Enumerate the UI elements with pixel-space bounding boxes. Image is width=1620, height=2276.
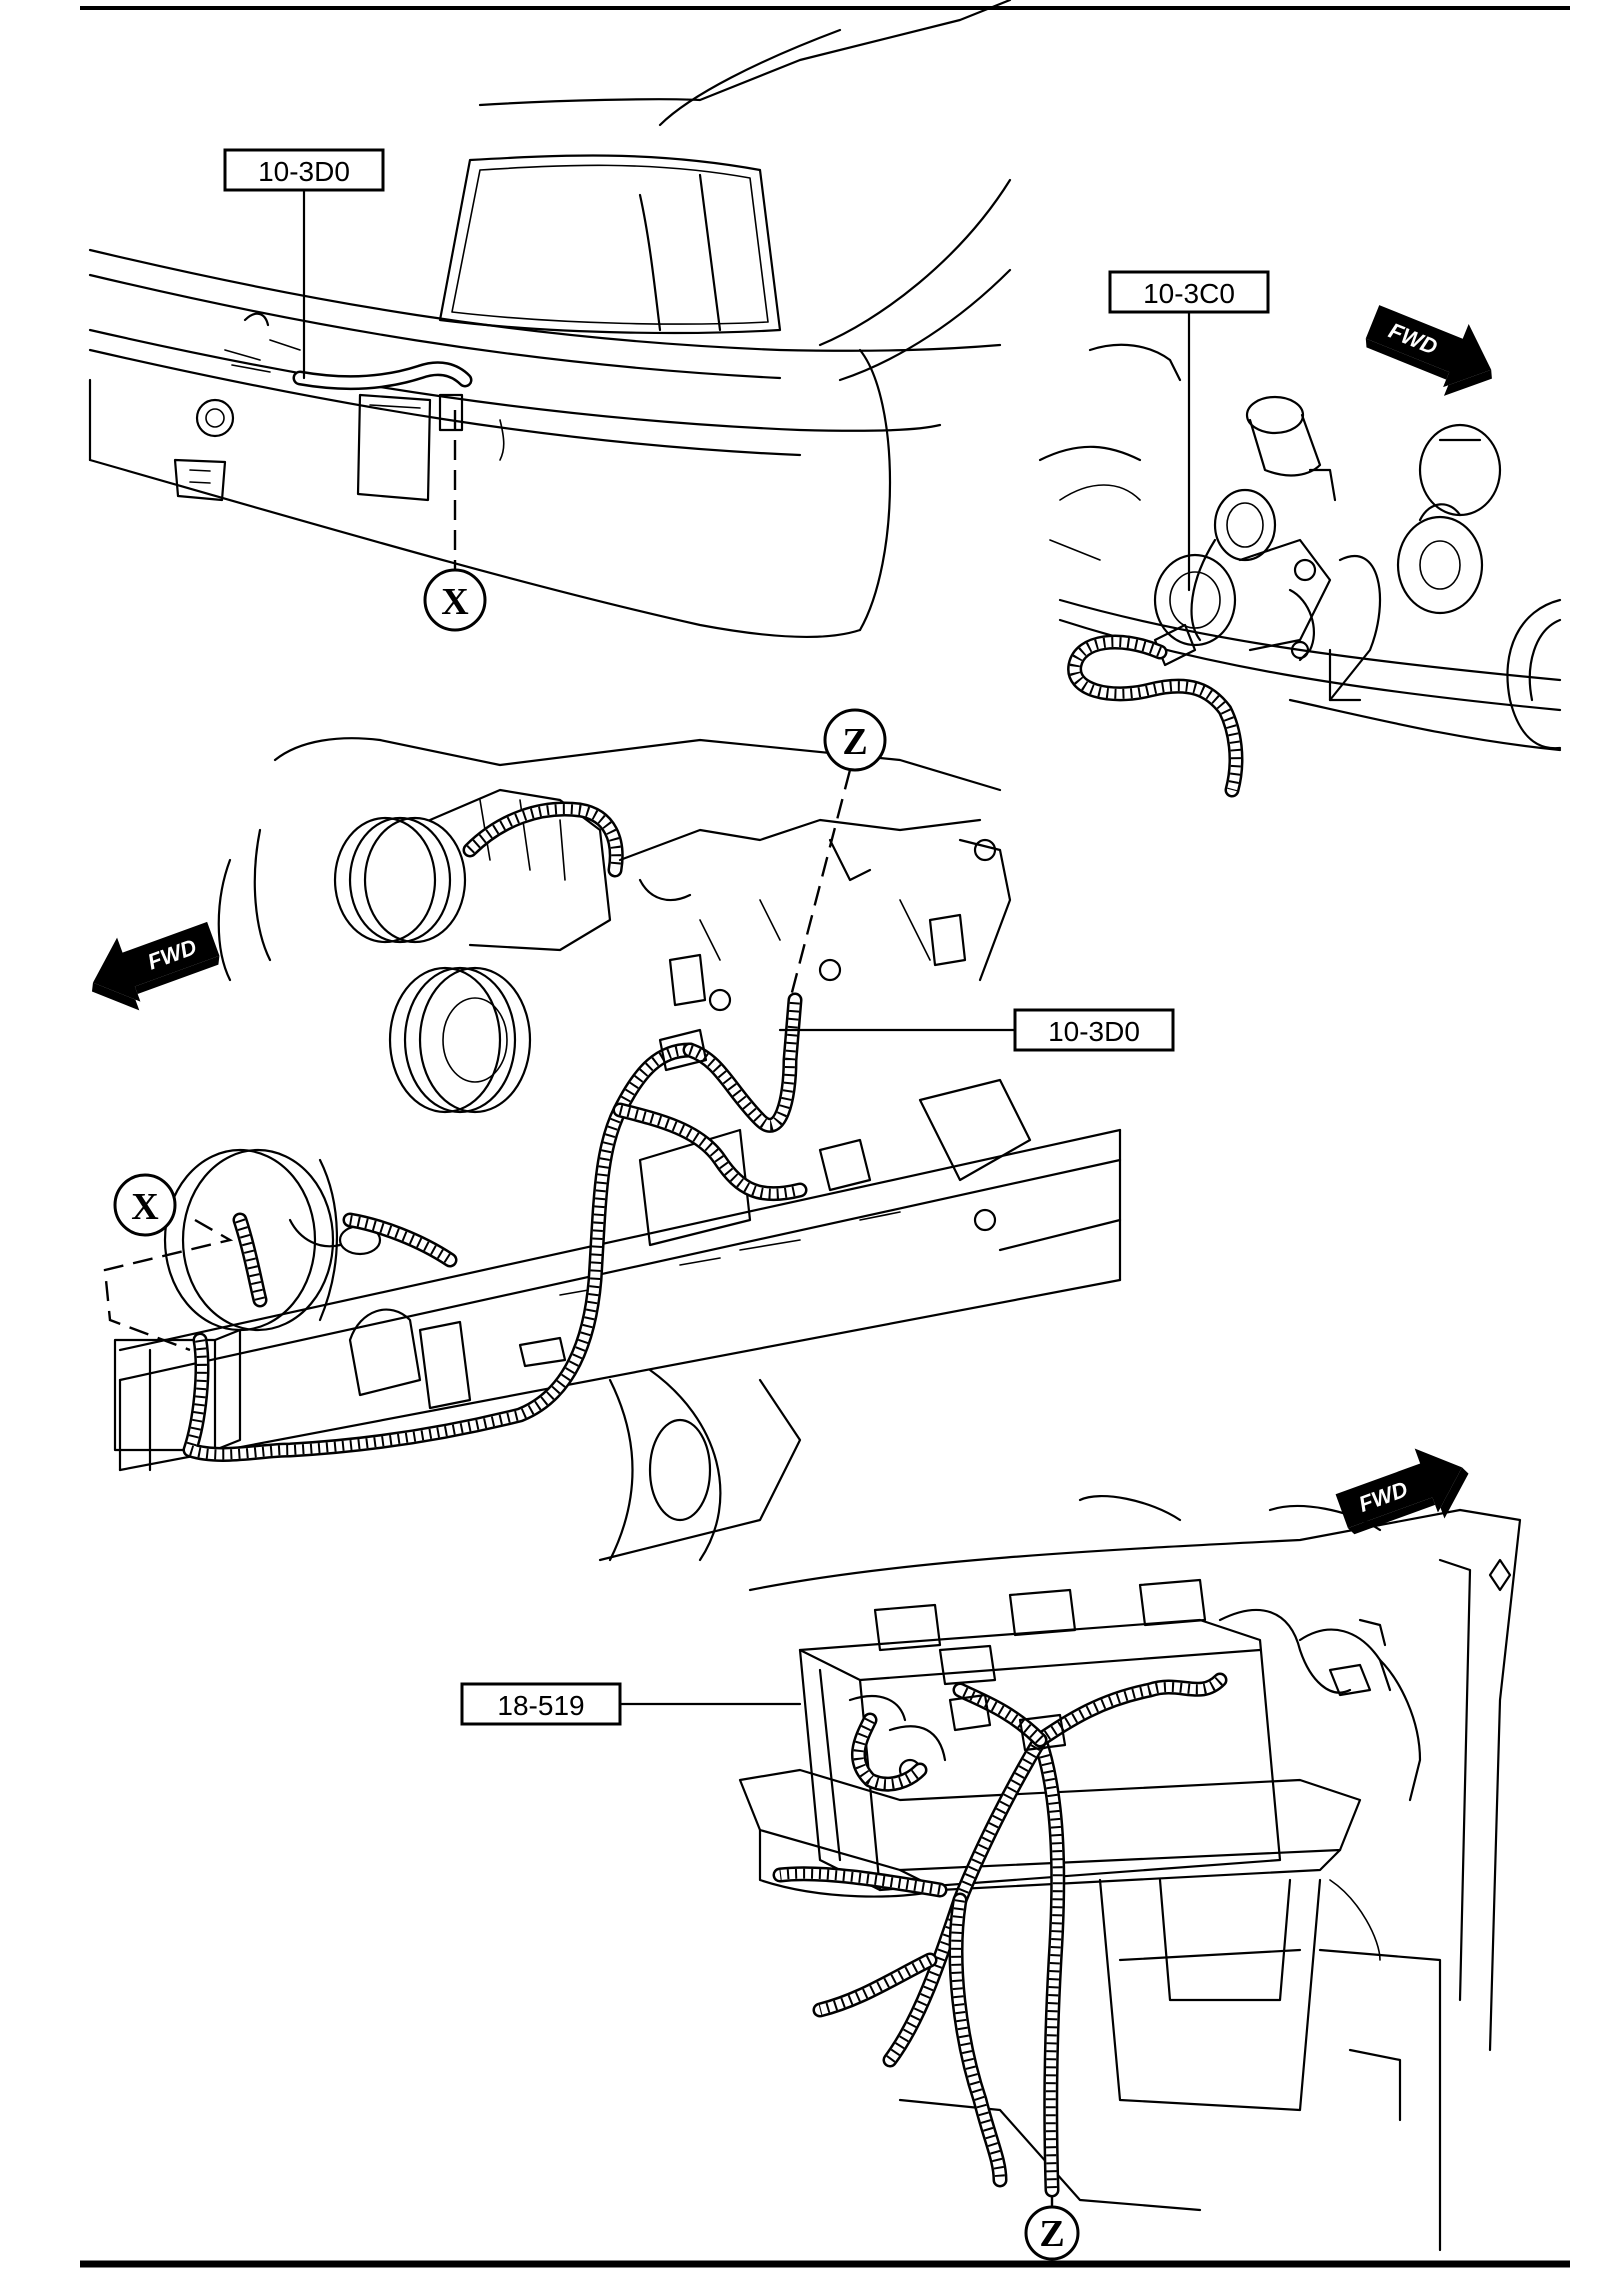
callout-egr-connector-label: 10-3C0 xyxy=(1143,278,1235,309)
marker-x-middle: X xyxy=(113,1173,177,1237)
marker-x-top: X xyxy=(423,568,487,632)
callout-frame-connector-label: 10-3D0 xyxy=(1048,1016,1140,1047)
fwd-arrow-bottom-right: FWD xyxy=(1335,1448,1469,1535)
rear-bumper-view xyxy=(88,0,1012,639)
callout-frame-connector: 10-3D0 xyxy=(778,1008,1175,1052)
callout-egr-connector: 10-3C0 xyxy=(1108,270,1270,592)
marker-z-bottom-label: Z xyxy=(1039,2213,1064,2255)
fwd-arrow-top-right: FWD xyxy=(1365,305,1492,396)
marker-z-bottom: Z xyxy=(1024,2205,1080,2261)
fwd-arrow-middle-left: FWD xyxy=(91,921,220,1011)
marker-z-middle-label: Z xyxy=(842,721,867,763)
callout-rear-connector-label: 10-3D0 xyxy=(258,156,350,187)
battery-view xyxy=(738,1494,1522,2252)
callout-battery-connector-label: 18-519 xyxy=(497,1690,584,1721)
marker-z-middle: Z xyxy=(823,708,887,772)
egr-valve-view xyxy=(1038,343,1562,798)
callout-rear-connector: 10-3D0 xyxy=(223,148,385,380)
marker-x-top-label: X xyxy=(441,581,468,623)
engine-frame-view xyxy=(113,737,1122,1562)
marker-x-middle-label: X xyxy=(131,1186,158,1228)
callout-battery-connector: 18-519 xyxy=(460,1682,802,1726)
